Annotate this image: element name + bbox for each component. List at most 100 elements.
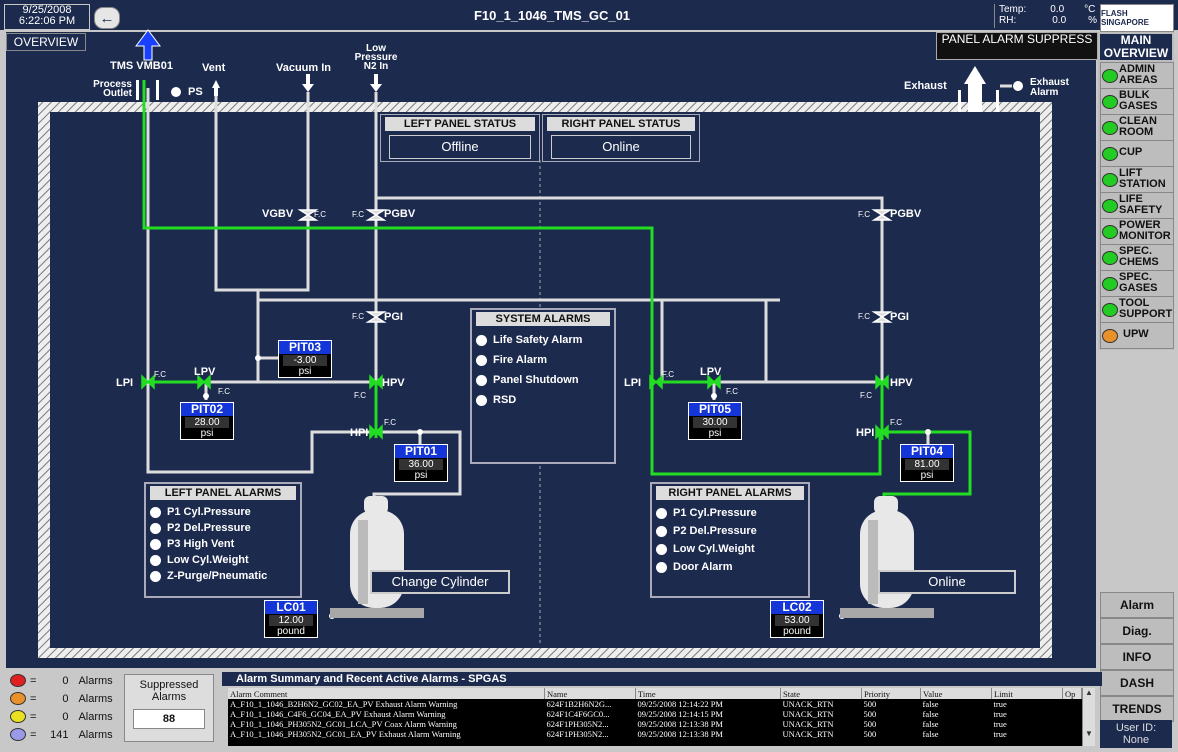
left-panel-status-title: LEFT PANEL STATUS <box>385 117 535 131</box>
company-logo: FLASH SINGAPORE <box>1100 4 1174 32</box>
pit02-gauge[interactable]: PIT02 28.00 psi <box>180 402 234 440</box>
alarm-table-scrollbar[interactable]: ▲ ▼ <box>1082 688 1095 746</box>
alarm-label: Panel Shutdown <box>493 374 579 386</box>
system-alarms-title: SYSTEM ALARMS <box>476 312 610 326</box>
suppressed-alarms: Suppressed Alarms 88 <box>124 674 214 742</box>
overview-button[interactable]: OVERVIEW <box>6 33 86 51</box>
lpv-left-label: LPV <box>194 366 216 378</box>
nav-item-cup[interactable]: CUP <box>1100 140 1174 167</box>
back-button[interactable]: ← <box>94 7 120 29</box>
table-header: Alarm Comment Name Time State Priority V… <box>228 688 1082 699</box>
lpi-right-label: LPI <box>624 377 642 389</box>
pgbv-right-label: PGBV <box>890 208 922 220</box>
column-header[interactable]: Value <box>920 688 992 699</box>
right-panel-status-title: RIGHT PANEL STATUS <box>547 117 695 131</box>
nav-item-lift-station[interactable]: LIFT STATION <box>1100 166 1174 193</box>
nav-item-tool-support[interactable]: TOOL SUPPORT <box>1100 296 1174 323</box>
scroll-up-icon[interactable]: ▲ <box>1085 688 1093 697</box>
alarm-summary-table[interactable]: Alarm Comment Name Time State Priority V… <box>228 688 1094 746</box>
column-header[interactable]: Op <box>1062 688 1082 699</box>
panel-alarm-suppress-button[interactable]: PANEL ALARM SUPPRESS <box>936 32 1098 60</box>
hpv-left-label: HPV <box>382 377 405 389</box>
fc-label: F.C <box>858 312 870 321</box>
alarm-count-label: Alarms <box>78 674 113 687</box>
table-cell: UNACK_RTN <box>782 719 834 729</box>
gauge-unit: psi <box>200 428 214 439</box>
column-header[interactable]: Priority <box>861 688 921 699</box>
status-indicator-icon <box>656 561 667 573</box>
gauge-name: PIT05 <box>689 403 741 416</box>
nav-item-power-monitor[interactable]: POWER MONITOR <box>1100 218 1174 245</box>
gauge-value: 36.00 <box>399 459 443 470</box>
lc01-gauge[interactable]: LC01 12.00 pound <box>264 600 318 638</box>
nav-item-label: CUP <box>1119 146 1143 158</box>
main-overview-button[interactable]: MAIN OVERVIEW <box>1100 34 1172 60</box>
list-item: RSD <box>472 390 614 410</box>
gauge-value: 53.00 <box>775 615 819 626</box>
alarm-nav-button[interactable]: Alarm <box>1100 592 1174 618</box>
lpi-left-label: LPI <box>116 377 134 389</box>
alarm-label: Life Safety Alarm <box>493 334 583 346</box>
list-item: P3 High Vent <box>146 536 300 552</box>
right-panel-status: RIGHT PANEL STATUS Online <box>542 114 700 162</box>
exhaust-label: Exhaust <box>904 80 947 92</box>
info-nav-button[interactable]: INFO <box>1100 644 1174 670</box>
column-header[interactable]: State <box>780 688 862 699</box>
table-row[interactable]: A_F10_1_1046_B2H6N2_GC02_EA_PV Exhaust A… <box>228 699 1082 709</box>
status-indicator-icon <box>656 543 667 555</box>
hpv-right-label: HPV <box>890 377 913 389</box>
gauge-value: 81.00 <box>905 459 949 470</box>
pit03-gauge[interactable]: PIT03 -3.00 psi <box>278 340 332 378</box>
nav-item-spec-gases[interactable]: SPEC. GASES <box>1100 270 1174 297</box>
status-indicator-icon <box>656 507 667 519</box>
list-item: Panel Shutdown <box>472 370 614 390</box>
fc-label: F.C <box>352 312 364 321</box>
pit05-gauge[interactable]: PIT05 30.00 psi <box>688 402 742 440</box>
cylinder-online-button[interactable]: Online <box>878 570 1016 594</box>
table-cell: true <box>993 729 1007 739</box>
table-row[interactable]: A_F10_1_1046_PH305N2_GC01_LCA_PV Coax Al… <box>228 719 1082 729</box>
nav-item-upw[interactable]: UPW <box>1100 322 1174 349</box>
table-cell: 500 <box>863 709 877 719</box>
fc-label: F.C <box>154 370 166 379</box>
pit01-gauge[interactable]: PIT01 36.00 psi <box>394 444 448 482</box>
nav-item-admin-areas[interactable]: ADMIN AREAS <box>1100 62 1174 89</box>
right-panel-alarms-title: RIGHT PANEL ALARMS <box>656 486 804 500</box>
column-header[interactable]: Time <box>635 688 781 699</box>
alarm-label: P1 Cyl.Pressure <box>167 506 251 518</box>
column-header[interactable]: Limit <box>991 688 1063 699</box>
diag-nav-button[interactable]: Diag. <box>1100 618 1174 644</box>
nav-item-label: CLEAN ROOM <box>1119 115 1157 138</box>
status-indicator-icon <box>476 394 487 406</box>
list-item: P1 Cyl.Pressure <box>146 504 300 520</box>
fc-label: F.C <box>860 391 872 400</box>
table-cell: 624F1PH305N2... <box>546 729 609 739</box>
nav-item-life-safety[interactable]: LIFE SAFETY <box>1100 192 1174 219</box>
nav-item-bulk-gases[interactable]: BULK GASES <box>1100 88 1174 115</box>
table-row[interactable]: A_F10_1_1046_PH305N2_GC01_EA_PV Exhaust … <box>228 729 1082 739</box>
nav-item-clean-room[interactable]: CLEAN ROOM <box>1100 114 1174 141</box>
table-row[interactable]: A_F10_1_1046_C4F6_GC04_EA_PV Exhaust Ala… <box>228 709 1082 719</box>
rh-label: RH: <box>999 15 1017 26</box>
alarm-count-label: Alarms <box>78 728 113 741</box>
alarm-count-eq: = <box>30 710 37 723</box>
list-item: Fire Alarm <box>472 350 614 370</box>
nav-item-spec-chems[interactable]: SPEC. CHEMS <box>1100 244 1174 271</box>
status-indicator-icon <box>476 354 487 366</box>
status-indicator-icon <box>1102 277 1118 291</box>
user-id-label: User ID: <box>1115 722 1157 734</box>
trends-nav-button[interactable]: TRENDS <box>1100 696 1174 722</box>
status-indicator-icon <box>1102 69 1118 83</box>
alarm-count-label: Alarms <box>78 710 113 723</box>
pit04-gauge[interactable]: PIT04 81.00 psi <box>900 444 954 482</box>
lc02-gauge[interactable]: LC02 53.00 pound <box>770 600 824 638</box>
column-header[interactable]: Name <box>544 688 636 699</box>
gauge-value: -3.00 <box>283 355 327 366</box>
alarm-label: Door Alarm <box>673 561 733 573</box>
scroll-down-icon[interactable]: ▼ <box>1085 729 1093 738</box>
gauge-name: LC02 <box>771 601 823 614</box>
dash-nav-button[interactable]: DASH <box>1100 670 1174 696</box>
change-cylinder-button[interactable]: Change Cylinder <box>370 570 510 594</box>
suppressed-count: 88 <box>133 709 205 729</box>
column-header[interactable]: Alarm Comment <box>228 688 545 699</box>
